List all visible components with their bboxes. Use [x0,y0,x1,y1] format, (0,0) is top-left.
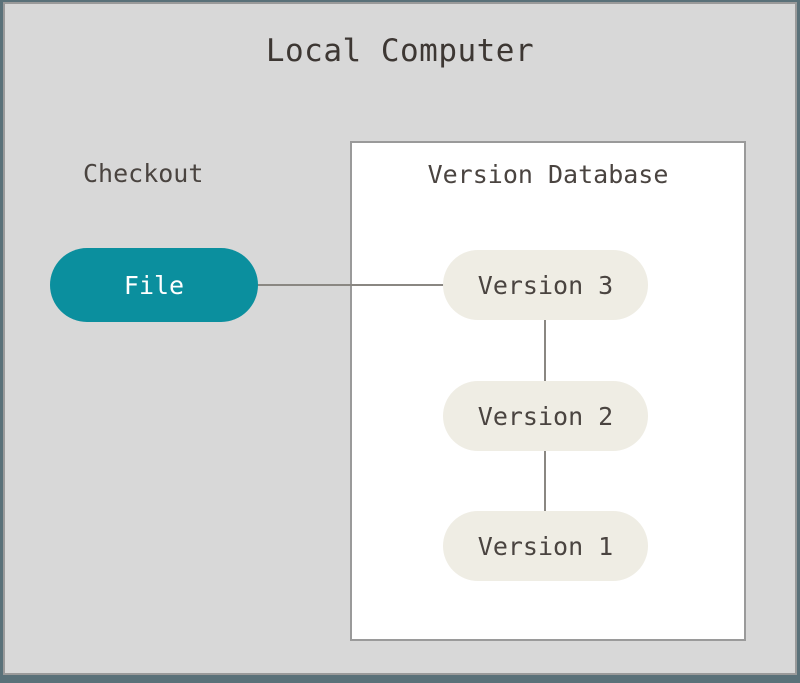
connector-version3-to-version2 [544,318,546,384]
node-file[interactable]: File [50,248,258,322]
connector-version2-to-version1 [544,448,546,514]
node-version-2[interactable]: Version 2 [443,381,648,451]
diagram-title: Local Computer [265,33,535,69]
checkout-label: Checkout [83,159,204,188]
connector-file-to-version3 [256,284,448,286]
node-version-3[interactable]: Version 3 [443,250,648,320]
version-database-title: Version Database [427,160,669,189]
node-version-1[interactable]: Version 1 [443,511,648,581]
